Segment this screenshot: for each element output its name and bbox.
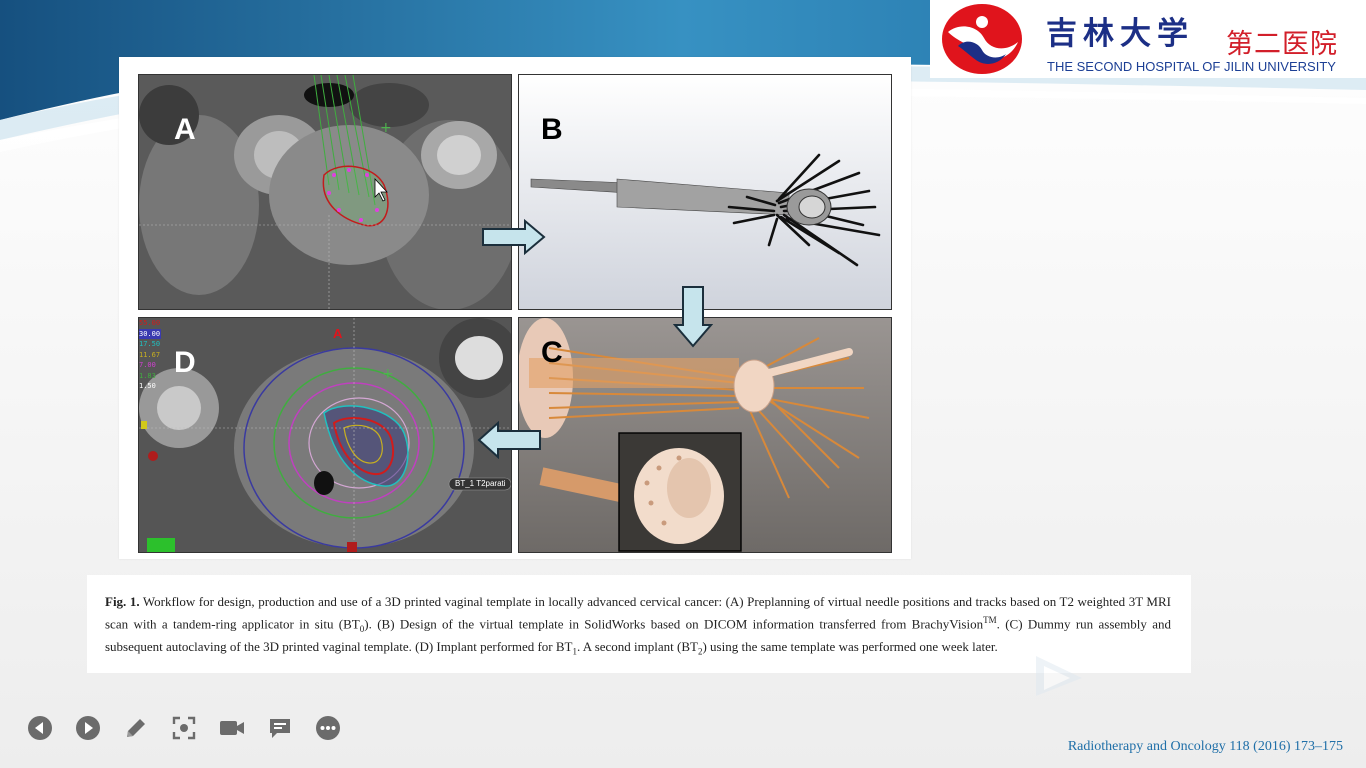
comment-button[interactable]: [266, 714, 294, 742]
hospital-emblem-icon: [942, 4, 1022, 74]
hospital-logo: 吉林大学 第二医院 THE SECOND HOSPITAL OF JILIN U…: [930, 0, 1366, 78]
orientation-marker: A: [333, 326, 343, 341]
figure-caption: Fig. 1. Workflow for design, production …: [87, 575, 1191, 673]
panel-c-letter: C: [541, 336, 563, 369]
previous-icon: [28, 716, 52, 740]
watermark-icon: [1036, 656, 1082, 696]
camera-button[interactable]: [218, 714, 246, 742]
logo-name-cn-2: 第二医院: [1226, 29, 1338, 60]
dose-legend-value: 17.50: [139, 340, 161, 348]
previous-button[interactable]: [26, 714, 54, 742]
next-icon: [76, 716, 100, 740]
figure-card: + A: [119, 57, 911, 559]
caption-segment: ) using the same template was performed …: [702, 638, 998, 654]
comment-icon: [270, 719, 290, 738]
caption-text: Fig. 1. Workflow for design, production …: [105, 593, 1171, 661]
dose-legend-value: 30.00: [139, 328, 161, 339]
logo-name-en: THE SECOND HOSPITAL OF JILIN UNIVERSITY: [1047, 59, 1336, 74]
next-button[interactable]: [74, 714, 102, 742]
svg-text:+: +: [380, 120, 392, 136]
caption-segment: Workflow for design, production and use …: [105, 594, 1171, 632]
panel-a-mri: + A: [138, 74, 512, 310]
caption-subscript: 1: [572, 646, 578, 657]
arrow-a-to-b: [482, 219, 546, 255]
caption-subscript: 0: [359, 623, 365, 634]
pen-button[interactable]: [122, 714, 150, 742]
more-button[interactable]: [314, 714, 342, 742]
caption-segment: ). (B) Design of the virtual template in…: [364, 616, 984, 632]
panel-c-photo: C: [518, 317, 892, 553]
caption-segment: . (C) Dummy run assembly and subsequent …: [105, 616, 1172, 654]
caption-superscript: TM: [983, 615, 997, 625]
panel-d-letter: D: [174, 346, 196, 379]
arrow-c-to-d: [477, 421, 541, 459]
series-label: BT_1 T2parati: [455, 479, 506, 488]
dose-legend: 55.00 30.00 17.50 11.67 7.00 1.83 1.50: [139, 318, 161, 392]
caption-subscript: 2: [697, 646, 703, 657]
journal-citation: Radiotherapy and Oncology 118 (2016) 173…: [1067, 739, 1343, 754]
dose-legend-value: 55.00: [139, 319, 161, 327]
dose-legend-value: 1.50: [139, 382, 156, 390]
pen-icon: [127, 719, 145, 737]
caption-fig-label: Fig. 1.: [105, 594, 140, 609]
dose-legend-value: 11.67: [139, 350, 161, 359]
more-icon: [316, 716, 340, 740]
panel-b-render: B: [518, 74, 892, 310]
focus-button[interactable]: [170, 714, 198, 742]
camera-icon: [220, 721, 244, 735]
logo-name-cn: 吉林大学: [1046, 16, 1194, 52]
panel-b-letter: B: [541, 113, 563, 146]
arrow-b-to-c: [673, 286, 713, 348]
dose-legend-value: 1.83: [139, 371, 156, 380]
dose-legend-value: 7.00: [139, 361, 156, 369]
panel-a-letter: A: [174, 113, 196, 146]
caption-segment: . A second implant (BT: [577, 638, 698, 654]
svg-text:+: +: [382, 366, 394, 382]
panel-d-mri-dose: + 55.00 30.00 17.50 11.67 7.00 1.83 1.50…: [138, 317, 512, 553]
focus-icon: [172, 716, 196, 740]
